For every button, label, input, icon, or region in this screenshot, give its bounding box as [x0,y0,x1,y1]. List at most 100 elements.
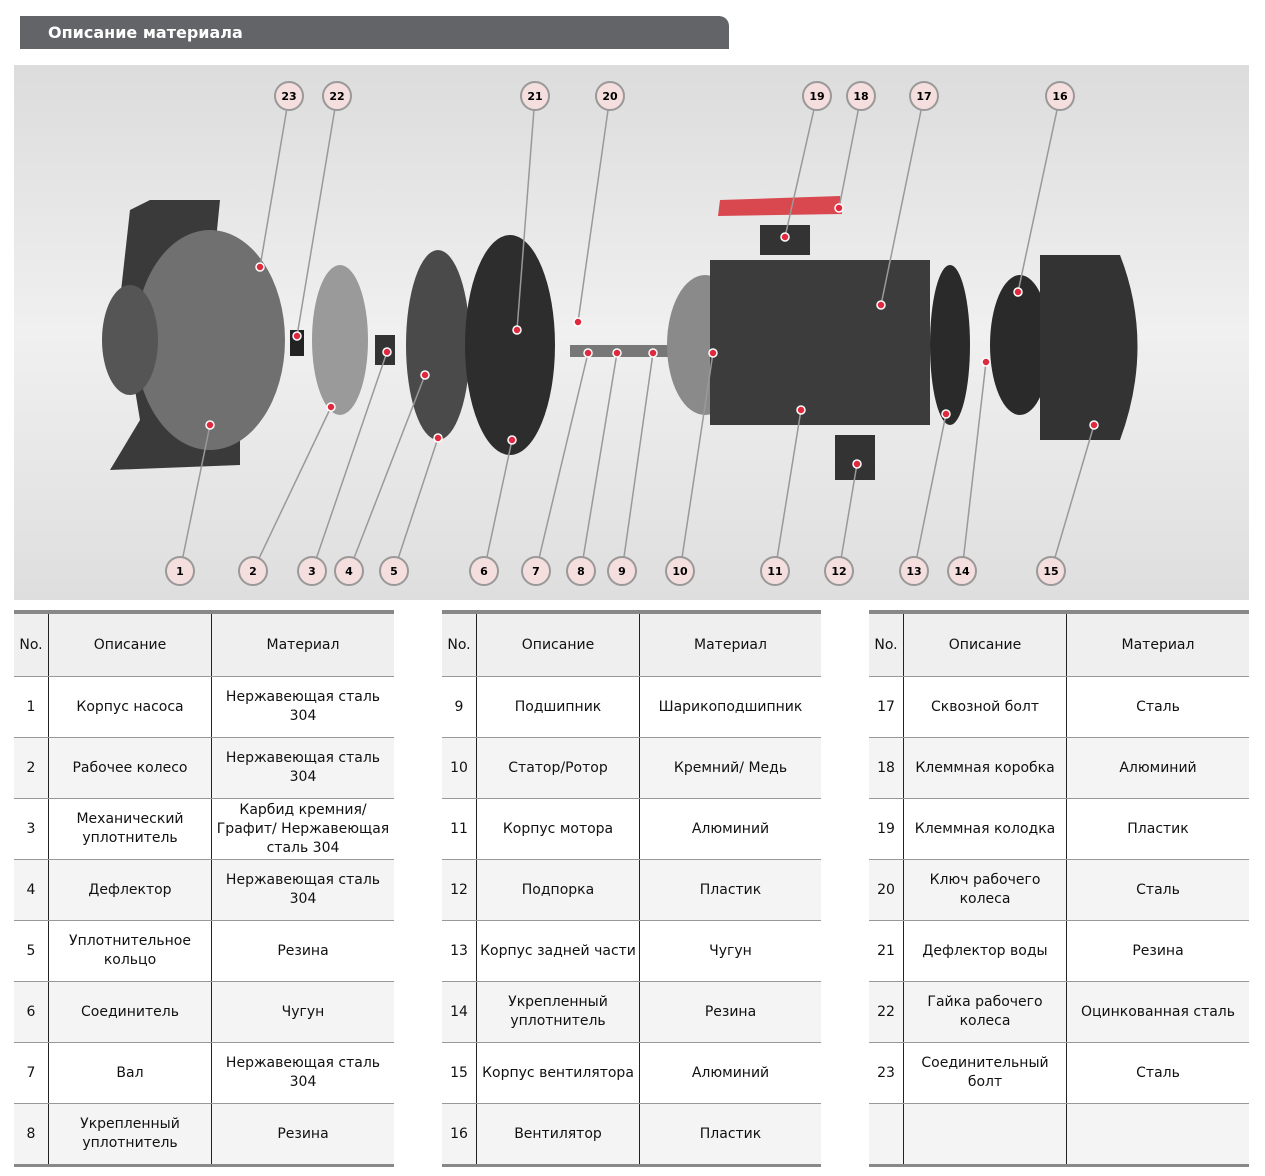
part-number: 21 [869,920,904,982]
callout-dot [1013,287,1023,297]
callout-badge [469,556,499,586]
part-number: 9 [442,676,477,738]
callout-badge [899,556,929,586]
callout-number: 16 [1052,90,1068,103]
callout-badge [165,556,195,586]
callout-badge [760,556,790,586]
callout-dot [648,348,658,358]
callout-dot [612,348,622,358]
part-description: Укрепленный уплотнитель [476,981,640,1043]
callout-dot [583,348,593,358]
part-description: Сквозной болт [903,676,1067,738]
part-number: 5 [14,920,49,982]
callout-badge [1036,556,1066,586]
part-description: Дефлектор воды [903,920,1067,982]
callout-dot [382,347,392,357]
part-number: 22 [869,981,904,1043]
header-material: Материал [639,612,821,677]
part-description: Подпорка [476,859,640,921]
part-description [903,1103,1067,1166]
part-material: Чугун [639,920,821,982]
callout-badge [1045,81,1075,111]
callout-badge [607,556,637,586]
part-description: Корпус вентилятора [476,1042,640,1104]
callout-badge [379,556,409,586]
callout-number: 15 [1043,565,1058,578]
callout-badge [665,556,695,586]
callout-dot [981,357,991,367]
part-number: 11 [442,798,477,860]
part-number: 4 [14,859,49,921]
callout-number: 10 [672,565,688,578]
callout-badge [274,81,304,111]
part-material: Резина [211,920,394,982]
callout-line [516,95,536,331]
callout-number: 14 [954,565,970,578]
callout-number: 7 [532,565,540,578]
callout-badge [909,81,939,111]
callout-badge [802,81,832,111]
callout-dot [941,409,951,419]
part-material: Алюминий [639,1042,821,1104]
header-material: Материал [1066,612,1249,677]
part-description: Клеммная коробка [903,737,1067,799]
part-description: Соединительный болт [903,1042,1067,1104]
section-title: Описание материала [20,16,729,49]
part-number: 10 [442,737,477,799]
header-description: Описание [476,612,640,677]
part-material: Резина [1066,920,1249,982]
callout-badge [824,556,854,586]
part-material: Сталь [1066,1042,1249,1104]
callout-number: 20 [602,90,618,103]
callout-dot [205,420,215,430]
callout-dot [852,459,862,469]
callout-badge [334,556,364,586]
table-row [869,1103,1249,1166]
callout-line [838,463,858,572]
part-material: Шарикоподшипник [639,676,821,738]
part-material: Карбид кремния/ Графит/ Нержавеющая стал… [211,798,394,860]
callout-badge [238,556,268,586]
callout-dot [1089,420,1099,430]
callout-badge [947,556,977,586]
callout-line [621,352,654,572]
callout-line [252,406,332,572]
callout-badge [595,81,625,111]
part-description: Укрепленный уплотнитель [48,1103,212,1166]
header-no: No. [442,612,477,677]
callout-line [311,351,388,572]
callout-line [577,95,611,323]
callout-badge [297,556,327,586]
part-material: Резина [639,981,821,1043]
callout-dot [433,433,443,443]
callout-line [393,437,439,572]
part-description: Ключ рабочего колеса [903,859,1067,921]
part-material: Нержавеющая сталь 304 [211,676,394,738]
callout-dot [834,203,844,213]
part-material: Алюминий [1066,737,1249,799]
callout-dot [255,262,265,272]
part-material: Сталь [1066,859,1249,921]
part-number: 15 [442,1042,477,1104]
callout-line [784,95,818,238]
part-material: Алюминий [639,798,821,860]
part-number: 18 [869,737,904,799]
part-description: Гайка рабочего колеса [903,981,1067,1043]
part-material: Кремний/ Медь [639,737,821,799]
callout-number: 6 [480,565,488,578]
part-material [1066,1103,1249,1166]
part-material: Пластик [639,1103,821,1166]
